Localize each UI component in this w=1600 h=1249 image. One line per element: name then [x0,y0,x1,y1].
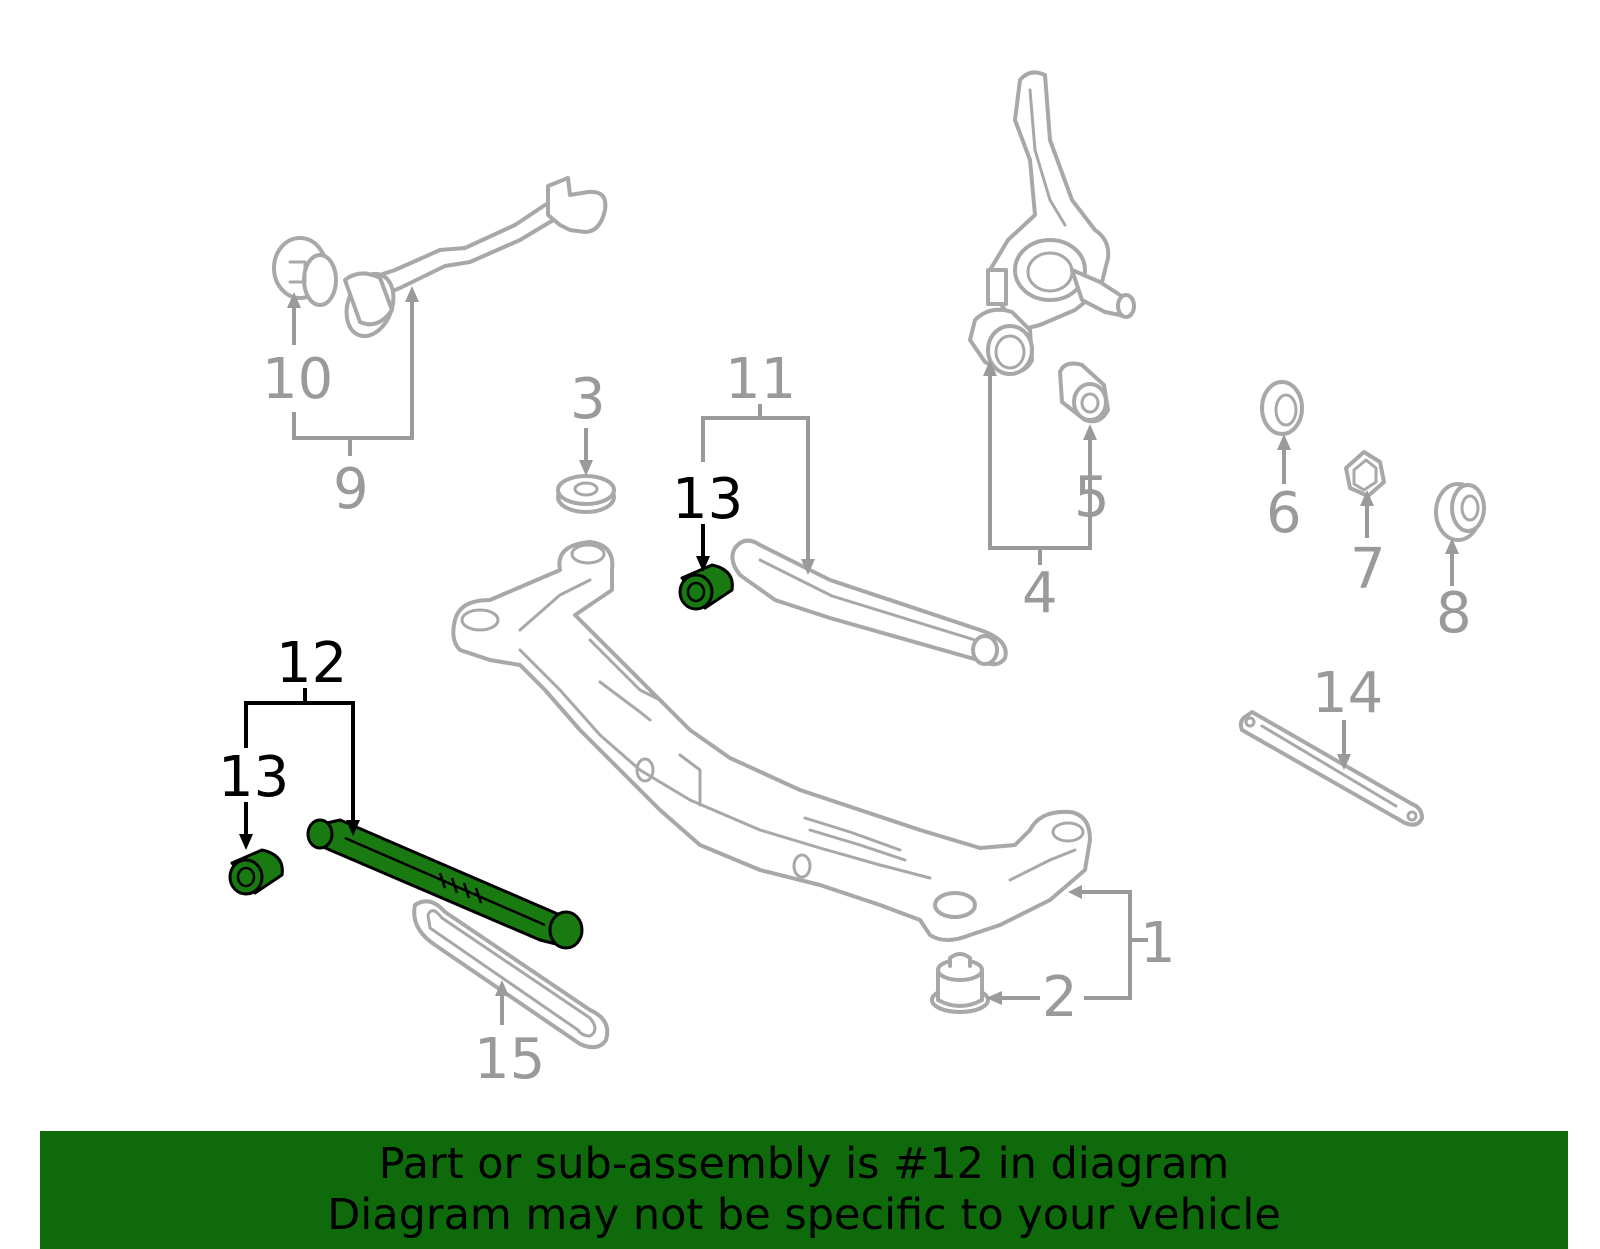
callout-8: 8 [1436,581,1472,646]
part-5-bushing [1058,361,1110,424]
callout-4: 4 [1022,561,1058,626]
callout-15: 15 [474,1027,545,1092]
callout-9: 9 [333,457,369,522]
info-banner: Part or sub-assembly is #12 in diagram D… [40,1131,1568,1249]
part-2-bushing [930,952,990,1014]
callout-11: 11 [725,347,796,412]
callout-7: 7 [1350,537,1386,602]
part-7-nut [1344,450,1386,498]
callout-labels: 1 2 3 4 5 6 7 8 9 10 11 12 13 13 14 15 [218,347,1472,1092]
callout-13-upper: 13 [672,467,743,532]
part-1-crossmember [451,540,1092,942]
callout-13-lower: 13 [218,745,289,810]
part-13-bushing-upper [678,563,734,611]
leader-lines [287,286,1459,1025]
part-8-bushing [1434,482,1486,542]
callout-6: 6 [1266,481,1302,546]
part-15-link [412,899,610,1050]
part-9-link [343,176,608,338]
part-4-knuckle [968,70,1136,376]
callout-12: 12 [276,631,347,696]
part-10-bushing [272,236,338,307]
callout-2: 2 [1042,965,1078,1030]
banner-line-disclaimer: Diagram may not be specific to your vehi… [327,1190,1281,1240]
callout-5: 5 [1074,465,1110,530]
parts-diagram: 1 2 3 4 5 6 7 8 9 10 11 12 13 13 14 15 [218,70,1486,1092]
part-14-link [1238,710,1424,827]
part-6-washer [1260,380,1304,436]
callout-14: 14 [1312,661,1383,726]
callout-3: 3 [570,367,606,432]
part-3-washer [556,474,616,514]
part-11-arm [730,538,1008,667]
part-12-lateral-rod [306,818,584,950]
callout-1: 1 [1140,911,1176,976]
part-13-bushing-lower [228,848,284,896]
callout-10: 10 [262,347,333,412]
leader-lines-highlight [239,524,710,850]
banner-line-part: Part or sub-assembly is #12 in diagram [378,1139,1230,1189]
